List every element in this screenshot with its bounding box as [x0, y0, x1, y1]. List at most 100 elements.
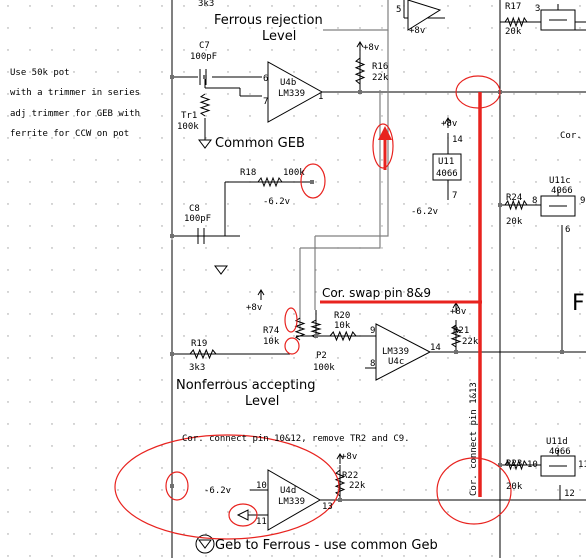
grid-dot: [293, 159, 295, 161]
grid-dot: [29, 467, 31, 469]
grid-dot: [557, 313, 559, 315]
grid-dot: [381, 489, 383, 491]
grid-dot: [73, 225, 75, 227]
grid-dot: [293, 291, 295, 293]
grid-dot: [381, 247, 383, 249]
grid-dot: [315, 203, 317, 205]
grid-dot: [227, 225, 229, 227]
grid-dot: [491, 511, 493, 513]
grid-dot: [95, 313, 97, 315]
grid-dot: [29, 555, 31, 557]
grid-dot: [535, 467, 537, 469]
grid-dot: [117, 247, 119, 249]
circle-r18-end: [300, 163, 326, 199]
note-line-3: adj trimmer for GEB with: [10, 109, 140, 119]
grid-dot: [161, 533, 163, 535]
grid-dot: [161, 5, 163, 7]
grid-dot: [403, 159, 405, 161]
grid-dot: [117, 489, 119, 491]
grid-dot: [447, 401, 449, 403]
grid-dot: [447, 203, 449, 205]
grid-dot: [425, 159, 427, 161]
grid-dot: [315, 489, 317, 491]
pin-u4c-9: 9: [370, 326, 375, 336]
grid-dot: [73, 357, 75, 359]
grid-dot: [557, 115, 559, 117]
circle-p2: [284, 337, 300, 355]
r18-name: R18: [240, 168, 256, 178]
grid-dot: [227, 203, 229, 205]
u11-part: 4066: [436, 169, 458, 179]
grid-dot: [51, 203, 53, 205]
grid-dot: [315, 49, 317, 51]
grid-dot: [557, 49, 559, 51]
cor-partial-label: Cor.: [560, 131, 582, 141]
grid-dot: [73, 93, 75, 95]
grid-dot: [337, 467, 339, 469]
grid-dot: [29, 181, 31, 183]
grid-dot: [491, 269, 493, 271]
grid-dot: [139, 555, 141, 557]
grid-dot: [513, 247, 515, 249]
grid-dot: [579, 423, 581, 425]
grid-dot: [161, 291, 163, 293]
grid-dot: [227, 467, 229, 469]
grid-dot: [293, 555, 295, 557]
grid-dot: [491, 423, 493, 425]
grid-dot: [579, 27, 581, 29]
grid-dot: [315, 357, 317, 359]
grid-dot: [227, 489, 229, 491]
grid-dot: [557, 445, 559, 447]
grid-dot: [447, 115, 449, 117]
grid-dot: [469, 27, 471, 29]
grid-dot: [491, 71, 493, 73]
grid-dot: [403, 49, 405, 51]
grid-dot: [73, 335, 75, 337]
grid-dot: [513, 445, 515, 447]
grid-dot: [513, 225, 515, 227]
grid-dot: [469, 445, 471, 447]
grid-dot: [227, 423, 229, 425]
grid-dot: [293, 137, 295, 139]
grid-dot: [183, 181, 185, 183]
grid-dot: [95, 269, 97, 271]
grid-dot: [95, 357, 97, 359]
grid-dot: [161, 467, 163, 469]
red-arrow-head: [378, 126, 392, 140]
grid-dot: [139, 357, 141, 359]
grid-dot: [205, 313, 207, 315]
grid-dot: [95, 71, 97, 73]
grid-dot: [535, 93, 537, 95]
grid-dot: [249, 137, 251, 139]
ground-tr1: [198, 139, 212, 149]
grid-dot: [227, 93, 229, 95]
grid-dot: [227, 313, 229, 315]
grid-dot: [227, 511, 229, 513]
pin-u11c-6: 6: [565, 225, 570, 235]
grid-dot: [293, 5, 295, 7]
grid-dot: [117, 511, 119, 513]
r23-symbol: [504, 459, 528, 471]
r17-name: R17: [505, 2, 521, 12]
grid-dot: [205, 115, 207, 117]
grid-dot: [161, 269, 163, 271]
grid-dot: [579, 93, 581, 95]
cor-swap-label: Cor. swap pin 8&9: [322, 286, 431, 300]
grid-dot: [29, 49, 31, 51]
r17-value: 20k: [505, 27, 522, 37]
plus8v-mid: +8v: [246, 303, 262, 313]
grid-dot: [73, 181, 75, 183]
grid-dot: [337, 137, 339, 139]
grid-dot: [73, 137, 75, 139]
grid-dot: [249, 71, 251, 73]
grid-dot: [51, 489, 53, 491]
grid-dot: [95, 423, 97, 425]
minus6v2-u4d: -6.2v: [204, 486, 231, 496]
grid-dot: [425, 423, 427, 425]
grid-dot: [183, 401, 185, 403]
grid-dot: [513, 489, 515, 491]
grid-dot: [29, 489, 31, 491]
grid-dot: [579, 269, 581, 271]
grid-dot: [535, 489, 537, 491]
